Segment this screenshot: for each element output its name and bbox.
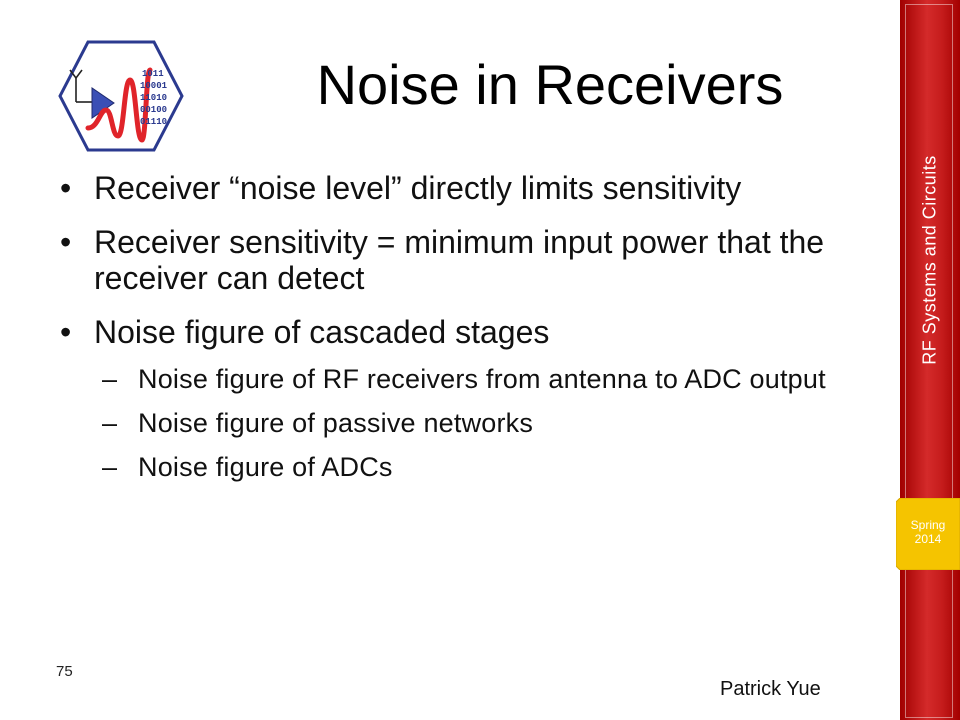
term-text: Spring 2014 bbox=[896, 518, 960, 546]
author-name: Patrick Yue bbox=[720, 678, 821, 700]
wave-icon bbox=[85, 67, 153, 143]
sidebar-frame bbox=[905, 4, 953, 718]
binary-row: 01110 bbox=[140, 117, 167, 127]
course-logo: 1011 10001 11010 00100 01110 bbox=[58, 40, 184, 152]
antenna-icon bbox=[69, 69, 92, 103]
bullet-item: • Noise figure of cascaded stages – Nois… bbox=[60, 314, 890, 482]
slide-title: Noise in Receivers bbox=[316, 53, 784, 116]
bullet-marker: • bbox=[60, 314, 72, 350]
sub-bullet-item: – Noise figure of ADCs bbox=[94, 452, 890, 482]
bullet-text: Receiver “noise level” directly limits s… bbox=[94, 170, 742, 206]
binary-row: 10001 bbox=[140, 81, 168, 91]
sub-bullet-marker: – bbox=[102, 408, 118, 438]
term-season: Spring bbox=[910, 518, 946, 532]
sub-bullet-text: Noise figure of passive networks bbox=[138, 408, 534, 438]
sub-bullet-item: – Noise figure of passive networks bbox=[94, 408, 890, 438]
sub-bullet-text: Noise figure of RF receivers from antenn… bbox=[138, 364, 826, 394]
page-number: 75 bbox=[56, 663, 73, 680]
binary-row: 1011 bbox=[142, 69, 164, 79]
term-year: 2014 bbox=[914, 532, 942, 546]
bullet-text: Noise figure of cascaded stages bbox=[94, 314, 550, 350]
sidebar-band bbox=[900, 0, 960, 720]
term-badge bbox=[896, 498, 960, 570]
sub-bullet-text: Noise figure of ADCs bbox=[138, 452, 393, 482]
bullet-marker: • bbox=[60, 224, 72, 260]
bullet-item: • Receiver sensitivity = minimum input p… bbox=[60, 224, 890, 296]
binary-row: 00100 bbox=[140, 105, 167, 115]
binary-row: 11010 bbox=[140, 93, 167, 103]
binary-digits: 1011 10001 11010 00100 01110 bbox=[140, 69, 168, 127]
bullet-text: Receiver sensitivity = minimum input pow… bbox=[94, 224, 825, 296]
bullet-marker: • bbox=[60, 170, 72, 206]
course-title: RF Systems and Circuits bbox=[919, 155, 940, 365]
sub-bullet-list: – Noise figure of RF receivers from ante… bbox=[94, 364, 890, 482]
bullet-item: • Receiver “noise level” directly limits… bbox=[60, 170, 890, 206]
sub-bullet-item: – Noise figure of RF receivers from ante… bbox=[94, 364, 890, 394]
sub-bullet-marker: – bbox=[102, 452, 118, 482]
sub-bullet-marker: – bbox=[102, 364, 118, 394]
bullet-list: • Receiver “noise level” directly limits… bbox=[60, 170, 890, 500]
